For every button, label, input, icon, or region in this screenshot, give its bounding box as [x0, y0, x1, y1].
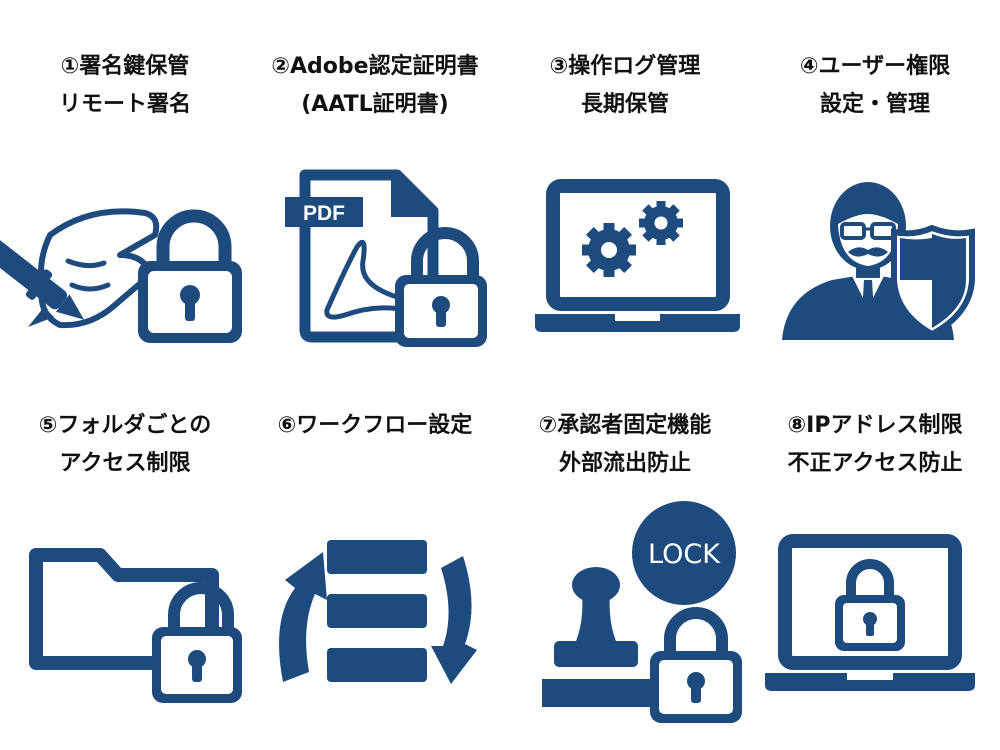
feature-caption: ⑤フォルダごとの アクセス制限: [0, 407, 250, 483]
pen-lock-icon: [0, 208, 242, 343]
caption-line-2: アクセス制限: [59, 451, 191, 476]
lock-badge-label: LOCK: [648, 539, 721, 570]
laptop-lock-icon: [765, 534, 975, 691]
caption-line-2: 長期保管: [580, 92, 669, 117]
feature-approver-lock: ⑦承認者固定機能 外部流出防止 LOCK: [500, 375, 750, 750]
feature-caption: ⑦承認者固定機能 外部流出防止: [500, 407, 750, 483]
feature-ip-restriction: ⑧IPアドレス制限 不正アクセス防止: [750, 375, 1000, 750]
feature-caption: ③操作ログ管理 長期保管: [500, 48, 750, 124]
caption-line-2: 外部流出防止: [558, 451, 691, 476]
caption-line-2: 設定・管理: [819, 92, 930, 117]
workflow-cycle-icon: [279, 540, 477, 684]
feature-workflow: ⑥ワークフロー設定: [250, 375, 500, 750]
feature-caption: ④ユーザー権限 設定・管理: [750, 48, 1000, 124]
caption-line-2: 不正アクセス防止: [787, 451, 963, 476]
feature-caption: ⑥ワークフロー設定: [250, 407, 500, 445]
caption-line-1: ①署名鍵保管: [60, 54, 190, 79]
pdf-lock-icon: PDF: [285, 169, 487, 347]
caption-line-1: ⑥ワークフロー設定: [277, 413, 473, 438]
feature-remote-signature: ①署名鍵保管 リモート署名: [0, 0, 250, 375]
caption-line-1: ④ユーザー権限: [799, 54, 951, 79]
caption-line-1: ②Adobe認定証明書: [271, 54, 479, 79]
feature-folder-access: ⑤フォルダごとの アクセス制限: [0, 375, 250, 750]
feature-user-permission: ④ユーザー権限 設定・管理: [750, 0, 1000, 375]
feature-caption: ①署名鍵保管 リモート署名: [0, 48, 250, 124]
pdf-label: PDF: [303, 202, 345, 225]
feature-operation-log: ③操作ログ管理 長期保管: [500, 0, 750, 375]
feature-aatl-certificate: ②Adobe認定証明書 (AATL証明書) PDF: [250, 0, 500, 375]
laptop-gears-icon: [535, 179, 740, 332]
caption-line-2: リモート署名: [58, 92, 191, 117]
feature-caption: ②Adobe認定証明書 (AATL証明書): [250, 48, 500, 124]
feature-caption: ⑧IPアドレス制限 不正アクセス防止: [750, 407, 1000, 483]
folder-lock-icon: [29, 548, 242, 703]
caption-line-1: ⑤フォルダごとの: [38, 413, 212, 438]
caption-line-1: ⑦承認者固定機能: [538, 413, 712, 438]
stamp-lock-icon: LOCK: [542, 501, 742, 723]
caption-line-1: ③操作ログ管理: [549, 54, 701, 79]
caption-line-2: (AATL証明書): [301, 92, 449, 117]
caption-line-1: ⑧IPアドレス制限: [787, 413, 963, 438]
admin-shield-icon: [782, 182, 975, 340]
